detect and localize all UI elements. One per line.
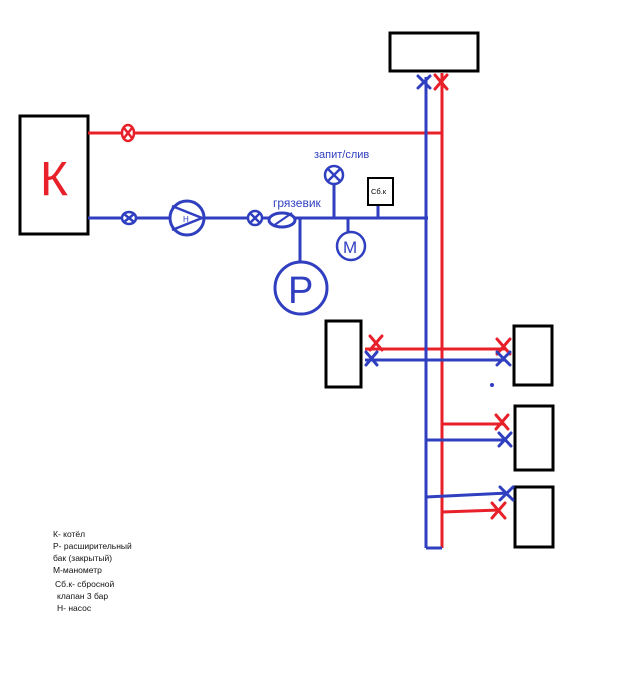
- legend-item: К- котёл: [53, 529, 86, 539]
- return-cross-valves: [364, 74, 515, 502]
- pump-letter: Н: [183, 215, 189, 224]
- legend-item: Р- расширительный: [53, 541, 132, 551]
- manometer-icon: М: [335, 230, 367, 262]
- supply-cross-valves: [368, 73, 512, 520]
- relief-valve-icon: Сб.к: [367, 177, 394, 206]
- return-valve-2-icon: [246, 209, 264, 227]
- radiator-left: [324, 319, 363, 389]
- tank-letter: Р: [288, 270, 313, 312]
- boiler-box: [18, 114, 90, 236]
- boiler-letter: К: [40, 153, 68, 206]
- return-pipes: [88, 77, 509, 550]
- fill-drain-label: запит/слив: [314, 149, 369, 161]
- manometer-letter: М: [343, 238, 357, 257]
- expansion-tank-icon: Р: [273, 260, 329, 316]
- supply-valve-icon: [120, 123, 136, 143]
- stray-dot: [490, 383, 494, 387]
- legend: К- котёл Р- расширительный бак (закрытый…: [53, 528, 132, 614]
- supply-pipes: [88, 73, 505, 548]
- strainer-label: грязевик: [273, 196, 322, 210]
- legend-item: Н- насос: [57, 603, 92, 613]
- pump-icon: Н: [168, 199, 206, 237]
- fill-drain-valve-icon: [323, 164, 345, 186]
- legend-item: бак (закрытый): [53, 553, 113, 563]
- radiator-right-1: [512, 324, 554, 387]
- legend-item: клапан 3 бар: [57, 591, 109, 601]
- return-valve-1-icon: [120, 210, 138, 226]
- radiator-top: [388, 31, 480, 73]
- radiator-right-2: [513, 404, 555, 472]
- relief-valve-label: Сб.к: [371, 187, 387, 196]
- legend-item: М-манометр: [53, 565, 102, 575]
- legend-item: Сб.к- сбросной: [55, 579, 115, 589]
- strainer-icon: [267, 211, 297, 229]
- radiator-right-3: [513, 485, 555, 549]
